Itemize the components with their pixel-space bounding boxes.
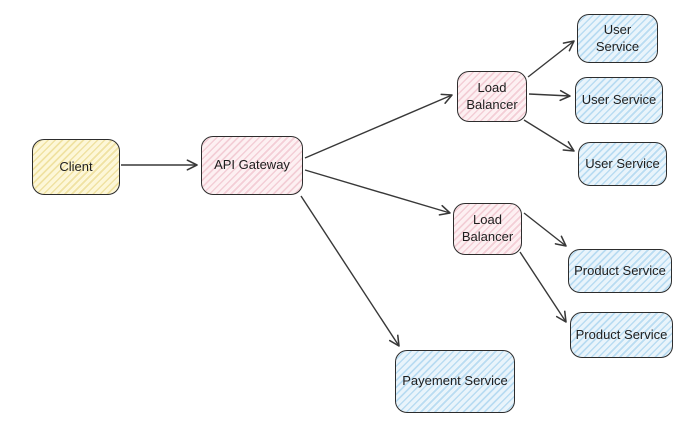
node-user-service-1: User Service — [577, 14, 658, 63]
node-user-service-3: User Service — [578, 142, 667, 186]
edge-load_balancer_bottom-to-product_service_1 — [523, 212, 567, 247]
node-user-service-2: User Service — [575, 77, 663, 124]
edge-load_balancer_top-to-user_service_1 — [527, 40, 575, 78]
edge-load_balancer_bottom-to-product_service_2 — [519, 251, 567, 323]
node-product-service-2: Product Service — [570, 312, 673, 358]
edge-api_gateway-to-payment_service — [300, 195, 400, 347]
node-user-service-2-label: User Service — [581, 92, 657, 108]
node-load-balancer-top-label: Load Balancer — [466, 79, 518, 112]
node-api-gateway-label: API Gateway — [214, 157, 290, 173]
node-client: Client — [32, 139, 120, 195]
node-load-balancer-top: Load Balancer — [457, 71, 527, 122]
node-client-label: Client — [59, 158, 93, 174]
node-product-service-2-label: Product Service — [575, 326, 668, 342]
node-load-balancer-bottom: Load Balancer — [453, 203, 522, 255]
edge-api_gateway-to-load_balancer_bottom — [304, 169, 451, 216]
node-payment-service: Payement Service — [395, 350, 515, 413]
node-payment-service-label: Payement Service — [402, 373, 508, 389]
edge-load_balancer_top-to-user_service_3 — [523, 119, 575, 152]
node-api-gateway: API Gateway — [201, 136, 303, 195]
node-load-balancer-bottom-label: Load Balancer — [461, 212, 514, 244]
node-user-service-3-label: User Service — [585, 155, 660, 171]
edge-load_balancer_top-to-user_service_2 — [528, 89, 571, 102]
edge-api_gateway-to-load_balancer_top — [304, 93, 453, 159]
node-product-service-1: Product Service — [568, 249, 672, 293]
node-user-service-1-label: User Service — [595, 21, 640, 54]
node-product-service-1-label: Product Service — [574, 262, 666, 278]
